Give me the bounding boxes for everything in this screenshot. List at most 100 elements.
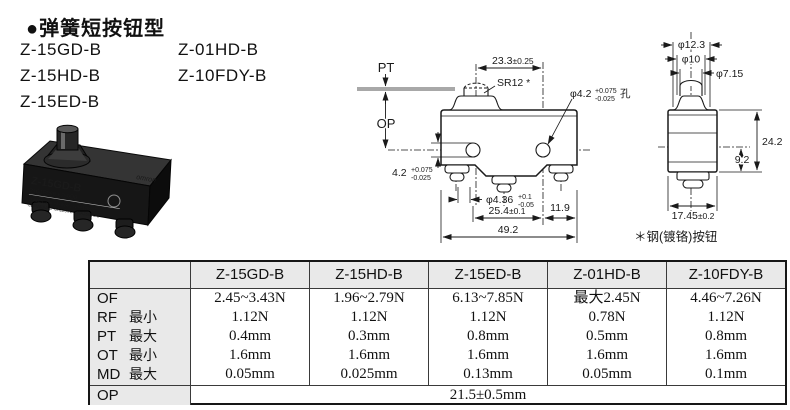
svg-text:17.45±0.2: 17.45±0.2: [672, 210, 715, 222]
spec-value: 0.05mm: [582, 366, 632, 382]
spec-value: 1.6mm: [228, 347, 272, 363]
pt-label: PT: [378, 60, 395, 75]
svg-text:孔: 孔: [620, 87, 631, 100]
dim-d12-3: φ12.3: [661, 38, 722, 107]
mounting-hole-left: [465, 142, 481, 158]
mounting-hole-right: [535, 142, 551, 158]
switch-end-face: [147, 158, 172, 227]
hole-dia-left: 4.2 +0.075 -0.025: [392, 132, 473, 182]
table-header-model: Z-15ED-B: [428, 262, 547, 289]
front-view: PT OP 23.3±0.25 SR12 * φ4.2: [357, 55, 631, 243]
svg-text:49.2: 49.2: [498, 224, 519, 236]
section-title: ●弹簧短按钮型: [26, 18, 166, 40]
push-button-front: [448, 82, 504, 111]
spec-value: 1.12N: [469, 309, 507, 325]
brand-mark: omron: [136, 174, 157, 184]
spec-value: 最大2.45N: [573, 290, 641, 306]
ul-mark: UL: [107, 194, 121, 208]
svg-text:+0.075: +0.075: [411, 167, 433, 174]
model-name: Z-15ED-B: [20, 92, 100, 111]
dim-d7-15: φ7.15: [670, 68, 743, 85]
svg-text:-0.05: -0.05: [518, 202, 534, 209]
dim-17-45: 17.45±0.2: [667, 176, 718, 222]
switch-body-side: [667, 109, 718, 173]
svg-text:SR12 *: SR12 *: [497, 77, 530, 89]
switch-push-button: [43, 124, 91, 169]
spec-value: 1.6mm: [347, 347, 391, 363]
svg-text:4.2: 4.2: [392, 167, 407, 179]
svg-text:+0.1: +0.1: [518, 194, 532, 201]
svg-text:25.4±0.1: 25.4±0.1: [489, 205, 526, 217]
value-column-z01hdb: 最大2.45N 0.78N 0.5mm 1.6mm 0.05mm: [547, 289, 666, 385]
spec-value: 0.025mm: [340, 366, 398, 382]
spec-value: 1.12N: [231, 309, 269, 325]
side-view: φ12.3 φ10 φ7.15: [634, 32, 783, 244]
spec-value: 0.8mm: [704, 328, 748, 344]
model-name: Z-01HD-B: [178, 40, 259, 59]
value-column-z10fdyb: 4.46~7.26N 1.12N 0.8mm 1.6mm 0.1mm: [666, 289, 785, 385]
terminal-side: [676, 171, 710, 189]
spec-value: 1.6mm: [704, 347, 748, 363]
spec-value: 0.4mm: [228, 328, 272, 344]
spec-value: 6.13~7.85N: [452, 290, 524, 306]
svg-text:-0.025: -0.025: [411, 175, 431, 182]
row-label: OF: [97, 290, 118, 307]
svg-text:11.9: 11.9: [550, 202, 570, 214]
spec-value: 0.3mm: [347, 328, 391, 344]
value-column-z15gdb: 2.45~3.43N 1.12N 0.4mm 1.6mm 0.05mm: [190, 289, 309, 385]
spec-value: 0.13mm: [463, 366, 513, 382]
svg-text:9.2: 9.2: [735, 154, 750, 166]
spec-table: Z-15GD-B Z-15HD-B Z-15ED-B Z-01HD-B Z-10…: [88, 260, 787, 405]
table-header-model: Z-10FDY-B: [666, 262, 785, 289]
value-column-z15hdb: 1.96~2.79N 1.12N 0.3mm 1.6mm 0.025mm: [309, 289, 428, 385]
op-label: OP: [377, 116, 396, 131]
svg-text:-0.025: -0.025: [595, 96, 615, 103]
button-material-note: ＊钢(镀铬)按钮: [634, 229, 717, 244]
spec-value: 1.12N: [350, 309, 388, 325]
spec-value: 4.46~7.26N: [690, 290, 762, 306]
spec-value: 0.8mm: [466, 328, 510, 344]
svg-text:φ12.3: φ12.3: [678, 39, 705, 51]
switch-body-front: [440, 109, 578, 177]
svg-text:+0.075: +0.075: [595, 88, 617, 95]
terminal-dim: φ4.36 +0.1 -0.05: [448, 187, 534, 209]
spec-value: 0.1mm: [704, 366, 748, 382]
value-column-z15edb: 6.13~7.85N 1.12N 0.8mm 1.6mm 0.13mm: [428, 289, 547, 385]
dim-23-3: 23.3±0.25: [477, 55, 542, 71]
spec-value: 1.6mm: [585, 347, 629, 363]
bottom-dimensions: 25.4±0.1 11.9 49.2: [440, 190, 578, 243]
pt-op-dimensions: PT OP: [375, 59, 397, 149]
dimension-drawing: PT OP 23.3±0.25 SR12 * φ4.2: [357, 32, 783, 244]
push-button-side: [672, 79, 710, 111]
svg-text:24.2: 24.2: [762, 136, 783, 148]
model-name: Z-10FDY-B: [178, 66, 267, 85]
table-header-model: Z-15GD-B: [190, 262, 309, 289]
svg-text:φ10: φ10: [682, 54, 701, 66]
op-row-value: 21.5±0.5mm: [190, 385, 785, 405]
spec-value: 0.5mm: [585, 328, 629, 344]
product-photo: Z-15GD-B 24G1P09B 6750OB 15A125, 250or48…: [21, 124, 172, 239]
table-header-model: Z-15HD-B: [309, 262, 428, 289]
spec-value: 2.45~3.43N: [214, 290, 286, 306]
hole-callout: φ4.2 +0.075 -0.025 孔: [547, 87, 631, 145]
svg-text:φ7.15: φ7.15: [716, 68, 743, 80]
model-name: Z-15GD-B: [20, 40, 102, 59]
spec-value: 1.12N: [707, 309, 745, 325]
dim-24-2: 24.2: [719, 109, 783, 173]
terminals-front: [444, 164, 574, 193]
spec-value: 1.6mm: [466, 347, 510, 363]
svg-text:φ4.36: φ4.36: [486, 194, 513, 206]
svg-text:φ4.2: φ4.2: [570, 88, 592, 100]
dim-d10: φ10: [665, 52, 717, 95]
sr12-annotation: SR12 *: [483, 77, 530, 94]
svg-text:23.3±0.25: 23.3±0.25: [492, 55, 534, 67]
svg-text:UL: UL: [110, 196, 117, 204]
table-header-model: Z-01HD-B: [547, 262, 666, 289]
spec-value: 0.05mm: [225, 366, 275, 382]
dim-9-2: 9.2: [733, 148, 751, 172]
